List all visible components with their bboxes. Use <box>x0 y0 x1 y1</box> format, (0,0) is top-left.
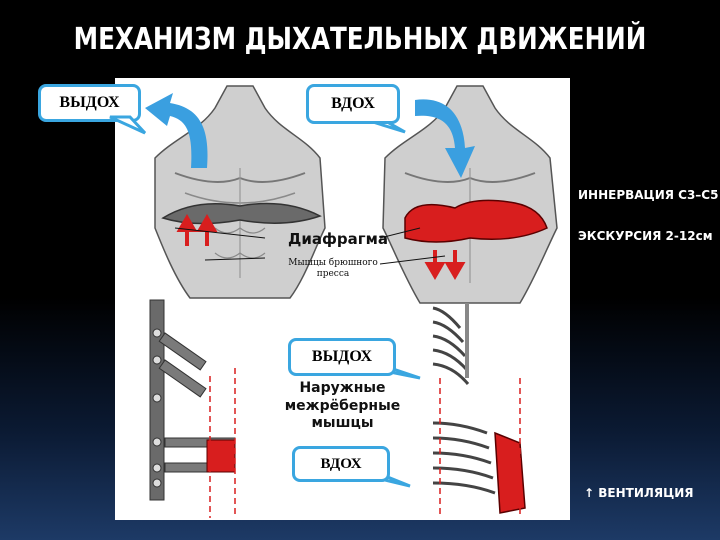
leader-line <box>204 257 266 261</box>
inhale-callout-top: ВДОХ <box>306 84 400 124</box>
rib-cage-exhale <box>432 303 470 385</box>
excursion-note: ЭКСКУРСИЯ 2-12см <box>578 229 713 243</box>
innervation-note: ИННЕРВАЦИЯ С3–С5 <box>578 188 719 202</box>
rib-lever-model <box>149 299 236 518</box>
diaphragm-label: Диафрагма <box>288 230 388 248</box>
torso-exhale <box>145 85 326 299</box>
leader-line <box>379 227 421 239</box>
slide-title: МЕХАНИЗМ ДЫХАТЕЛЬНЫХ ДВИЖЕНИЙ <box>73 22 647 57</box>
leader-line <box>174 227 266 239</box>
torso-inhale <box>382 85 558 304</box>
ventilation-note: ↑ ВЕНТИЛЯЦИЯ <box>584 486 694 500</box>
ventilation-text: ВЕНТИЛЯЦИЯ <box>598 486 694 500</box>
diaphragm-contracted <box>404 199 548 243</box>
intercostal-line-1: Наружные <box>299 380 386 396</box>
leader-line <box>379 255 446 265</box>
air-out-arrow <box>145 93 208 168</box>
inhale-callout-top-text: ВДОХ <box>331 95 375 112</box>
red-up-arrows <box>176 214 218 246</box>
exhale-callout-top: ВЫДОХ <box>38 84 141 122</box>
intercostal-label: Наружные межрёберные мышцы <box>280 380 405 433</box>
red-down-arrows <box>424 250 466 280</box>
figure-panel: Диафрагма Мышцы брюшного пресса Наружные… <box>115 78 570 520</box>
intercostal-line-3: мышцы <box>311 415 374 431</box>
diaphragm-relaxed <box>161 202 322 225</box>
inhale-callout-bottom: ВДОХ <box>292 446 390 482</box>
abdominal-muscles-label: Мышцы брюшного пресса <box>288 258 378 280</box>
intercostal-line-2: межрёберные <box>284 397 401 414</box>
exhale-callout-bottom-text: ВЫДОХ <box>311 348 373 365</box>
air-in-arrow <box>415 99 475 178</box>
rib-cage-inhale <box>432 421 526 514</box>
exhale-callout-bottom: ВЫДОХ <box>288 338 396 376</box>
breathing-illustration <box>145 85 558 518</box>
up-arrow-icon: ↑ <box>584 486 595 500</box>
inhale-callout-bottom-text: ВДОХ <box>320 456 362 472</box>
exhale-callout-top-text: ВЫДОХ <box>59 94 120 111</box>
